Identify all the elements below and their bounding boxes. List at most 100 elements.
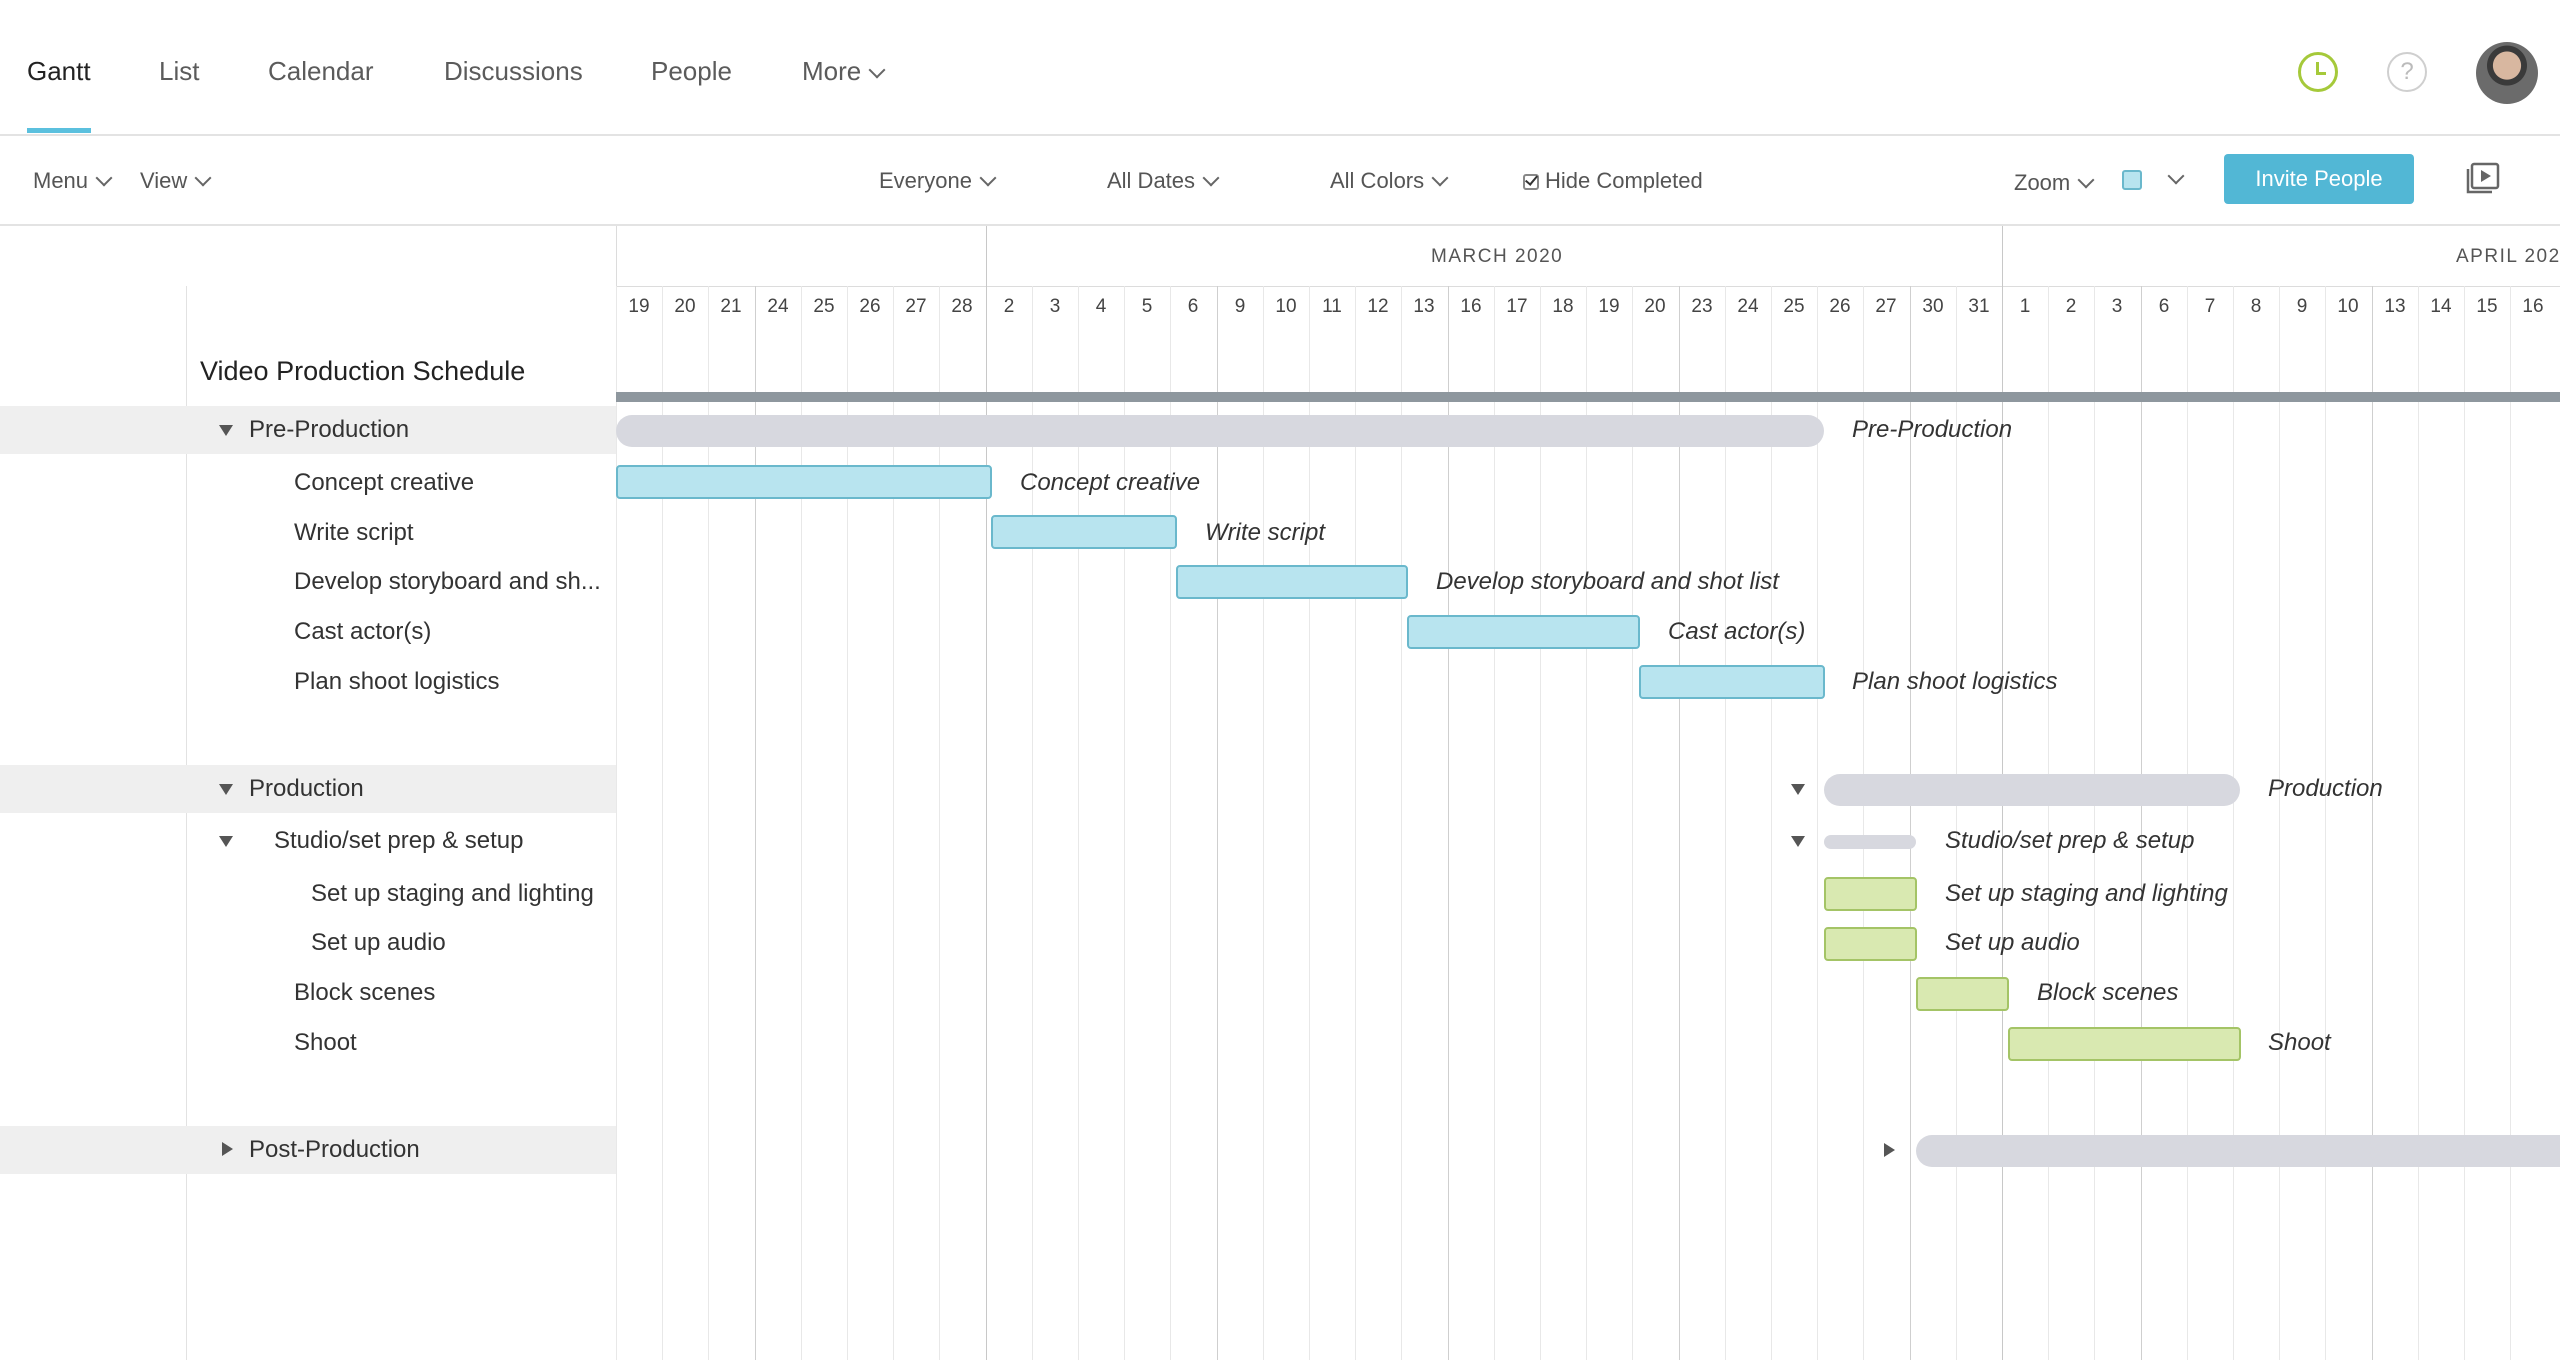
timeline-gridline: [1679, 286, 1680, 1360]
chevron-down-icon: [979, 169, 997, 187]
invite-people-button[interactable]: Invite People: [2224, 154, 2414, 204]
task-list-divider: [186, 286, 187, 1360]
timeline-gridline: [986, 226, 987, 1360]
task-block-scenes[interactable]: Block scenes: [294, 979, 436, 1006]
view-dropdown[interactable]: View: [140, 168, 212, 194]
bar-post-production[interactable]: [1916, 1135, 2560, 1167]
collapse-triangle-icon[interactable]: [219, 425, 233, 436]
dates-filter[interactable]: All Dates: [1107, 168, 1220, 194]
day-label: 6: [1187, 296, 1199, 317]
bar-setup-audio[interactable]: [1824, 927, 1917, 961]
bar-develop-storyboard[interactable]: [1176, 565, 1408, 599]
day-label: 23: [1691, 296, 1713, 317]
user-avatar[interactable]: [2476, 42, 2538, 104]
task-staging-lighting[interactable]: Set up staging and lighting: [311, 880, 594, 907]
timeline-gridline: [1586, 286, 1587, 1360]
timeline-gridline: [1078, 286, 1079, 1360]
bar-label-pre-production: Pre-Production: [1852, 416, 2013, 443]
task-concept-creative[interactable]: Concept creative: [294, 469, 475, 496]
timeline-gridline: [1910, 286, 1911, 1360]
tab-more[interactable]: More: [802, 56, 886, 87]
day-label: 16: [1460, 296, 1482, 317]
day-label: 15: [2476, 296, 2498, 317]
timeline-gridline: [662, 286, 663, 1360]
bar-production[interactable]: [1824, 774, 2240, 806]
timeline-gridline: [939, 286, 940, 1360]
menu-dropdown[interactable]: Menu: [33, 168, 113, 194]
task-setup-audio[interactable]: Set up audio: [311, 929, 446, 956]
day-label: 2: [1003, 296, 1015, 317]
bar-label-studio-setup: Studio/set prep & setup: [1945, 827, 2195, 854]
timeline-gridline: [1355, 286, 1356, 1360]
timeline-gridline: [1494, 286, 1495, 1360]
timeline-gridline: [1956, 286, 1957, 1360]
bar-label-develop-storyboard: Develop storyboard and shot list: [1436, 568, 1779, 595]
bar-pre-production[interactable]: [616, 415, 1824, 447]
bar-plan-logistics[interactable]: [1639, 665, 1825, 699]
day-label: 16: [2522, 296, 2544, 317]
tab-gantt[interactable]: Gantt: [27, 56, 91, 86]
group-post-production[interactable]: Post-Production: [249, 1136, 420, 1163]
task-plan-logistics[interactable]: Plan shoot logistics: [294, 668, 500, 695]
task-shoot[interactable]: Shoot: [294, 1029, 357, 1056]
help-icon[interactable]: ?: [2387, 52, 2427, 92]
tab-list[interactable]: List: [159, 56, 200, 86]
collapse-triangle-icon[interactable]: [1791, 784, 1805, 795]
everyone-filter[interactable]: Everyone: [879, 168, 997, 194]
group-production[interactable]: Production: [249, 775, 364, 802]
timeline-gridline: [1540, 286, 1541, 1360]
timeline-gridline: [1170, 286, 1171, 1360]
chevron-down-icon: [1431, 169, 1449, 187]
colors-label: All Colors: [1330, 168, 1425, 193]
bar-block-scenes[interactable]: [1916, 977, 2009, 1011]
group-band-post-production: [0, 1126, 616, 1174]
everyone-label: Everyone: [879, 168, 972, 193]
checkbox-icon[interactable]: [1523, 174, 1539, 190]
bar-studio-setup[interactable]: [1824, 835, 1916, 849]
tab-people[interactable]: People: [651, 56, 732, 86]
colors-filter[interactable]: All Colors: [1330, 168, 1449, 194]
bar-concept-creative[interactable]: [616, 465, 992, 499]
day-label: 10: [2337, 296, 2359, 317]
collapse-triangle-icon[interactable]: [1791, 836, 1805, 847]
day-label: 4: [1095, 296, 1107, 317]
time-tracking-icon[interactable]: [2298, 52, 2338, 92]
collapse-triangle-icon[interactable]: [219, 784, 233, 795]
project-title[interactable]: Video Production Schedule: [200, 356, 526, 386]
tab-discussions[interactable]: Discussions: [444, 56, 583, 86]
timeline-gridline: [1632, 286, 1633, 1360]
timeline-gridline: [2464, 286, 2465, 1360]
bar-shoot[interactable]: [2008, 1027, 2241, 1061]
day-label: 21: [720, 296, 742, 317]
day-label: 12: [1367, 296, 1389, 317]
zoom-label: Zoom: [2014, 170, 2071, 195]
bar-label-concept-creative: Concept creative: [1020, 469, 1201, 496]
expand-triangle-icon[interactable]: [222, 1142, 233, 1156]
bar-write-script[interactable]: [991, 515, 1177, 549]
group-studio-setup[interactable]: Studio/set prep & setup: [274, 827, 524, 854]
task-write-script[interactable]: Write script: [294, 519, 414, 546]
timeline-gridline: [2510, 286, 2511, 1360]
chevron-down-icon: [1202, 169, 1220, 187]
tab-calendar[interactable]: Calendar: [268, 56, 374, 86]
group-pre-production[interactable]: Pre-Production: [249, 416, 410, 443]
color-swatch-icon[interactable]: [2122, 170, 2142, 190]
expand-triangle-icon[interactable]: [1884, 1143, 1895, 1157]
bar-label-production: Production: [2268, 775, 2383, 802]
bar-cast-actors[interactable]: [1407, 615, 1640, 649]
project-summary-bar[interactable]: [616, 392, 2560, 402]
task-cast-actors[interactable]: Cast actor(s): [294, 618, 432, 645]
task-develop-storyboard[interactable]: Develop storyboard and sh...: [294, 568, 601, 595]
timeline-gridline: [1725, 286, 1726, 1360]
timeline-gridline: [1217, 286, 1218, 1360]
bar-staging-lighting[interactable]: [1824, 877, 1917, 911]
gantt-toolbar: Menu View Everyone All Dates All Colors …: [0, 136, 2560, 226]
collapse-triangle-icon[interactable]: [219, 836, 233, 847]
timeline-gridline: [2418, 286, 2419, 1360]
timeline-gridline: [1863, 286, 1864, 1360]
play-presentation-icon[interactable]: [2466, 162, 2500, 194]
day-label: 1: [2019, 296, 2031, 317]
hide-completed-toggle[interactable]: Hide Completed: [1523, 168, 1703, 194]
timeline-gridline: [2233, 286, 2234, 1360]
zoom-dropdown[interactable]: Zoom: [2014, 170, 2095, 196]
